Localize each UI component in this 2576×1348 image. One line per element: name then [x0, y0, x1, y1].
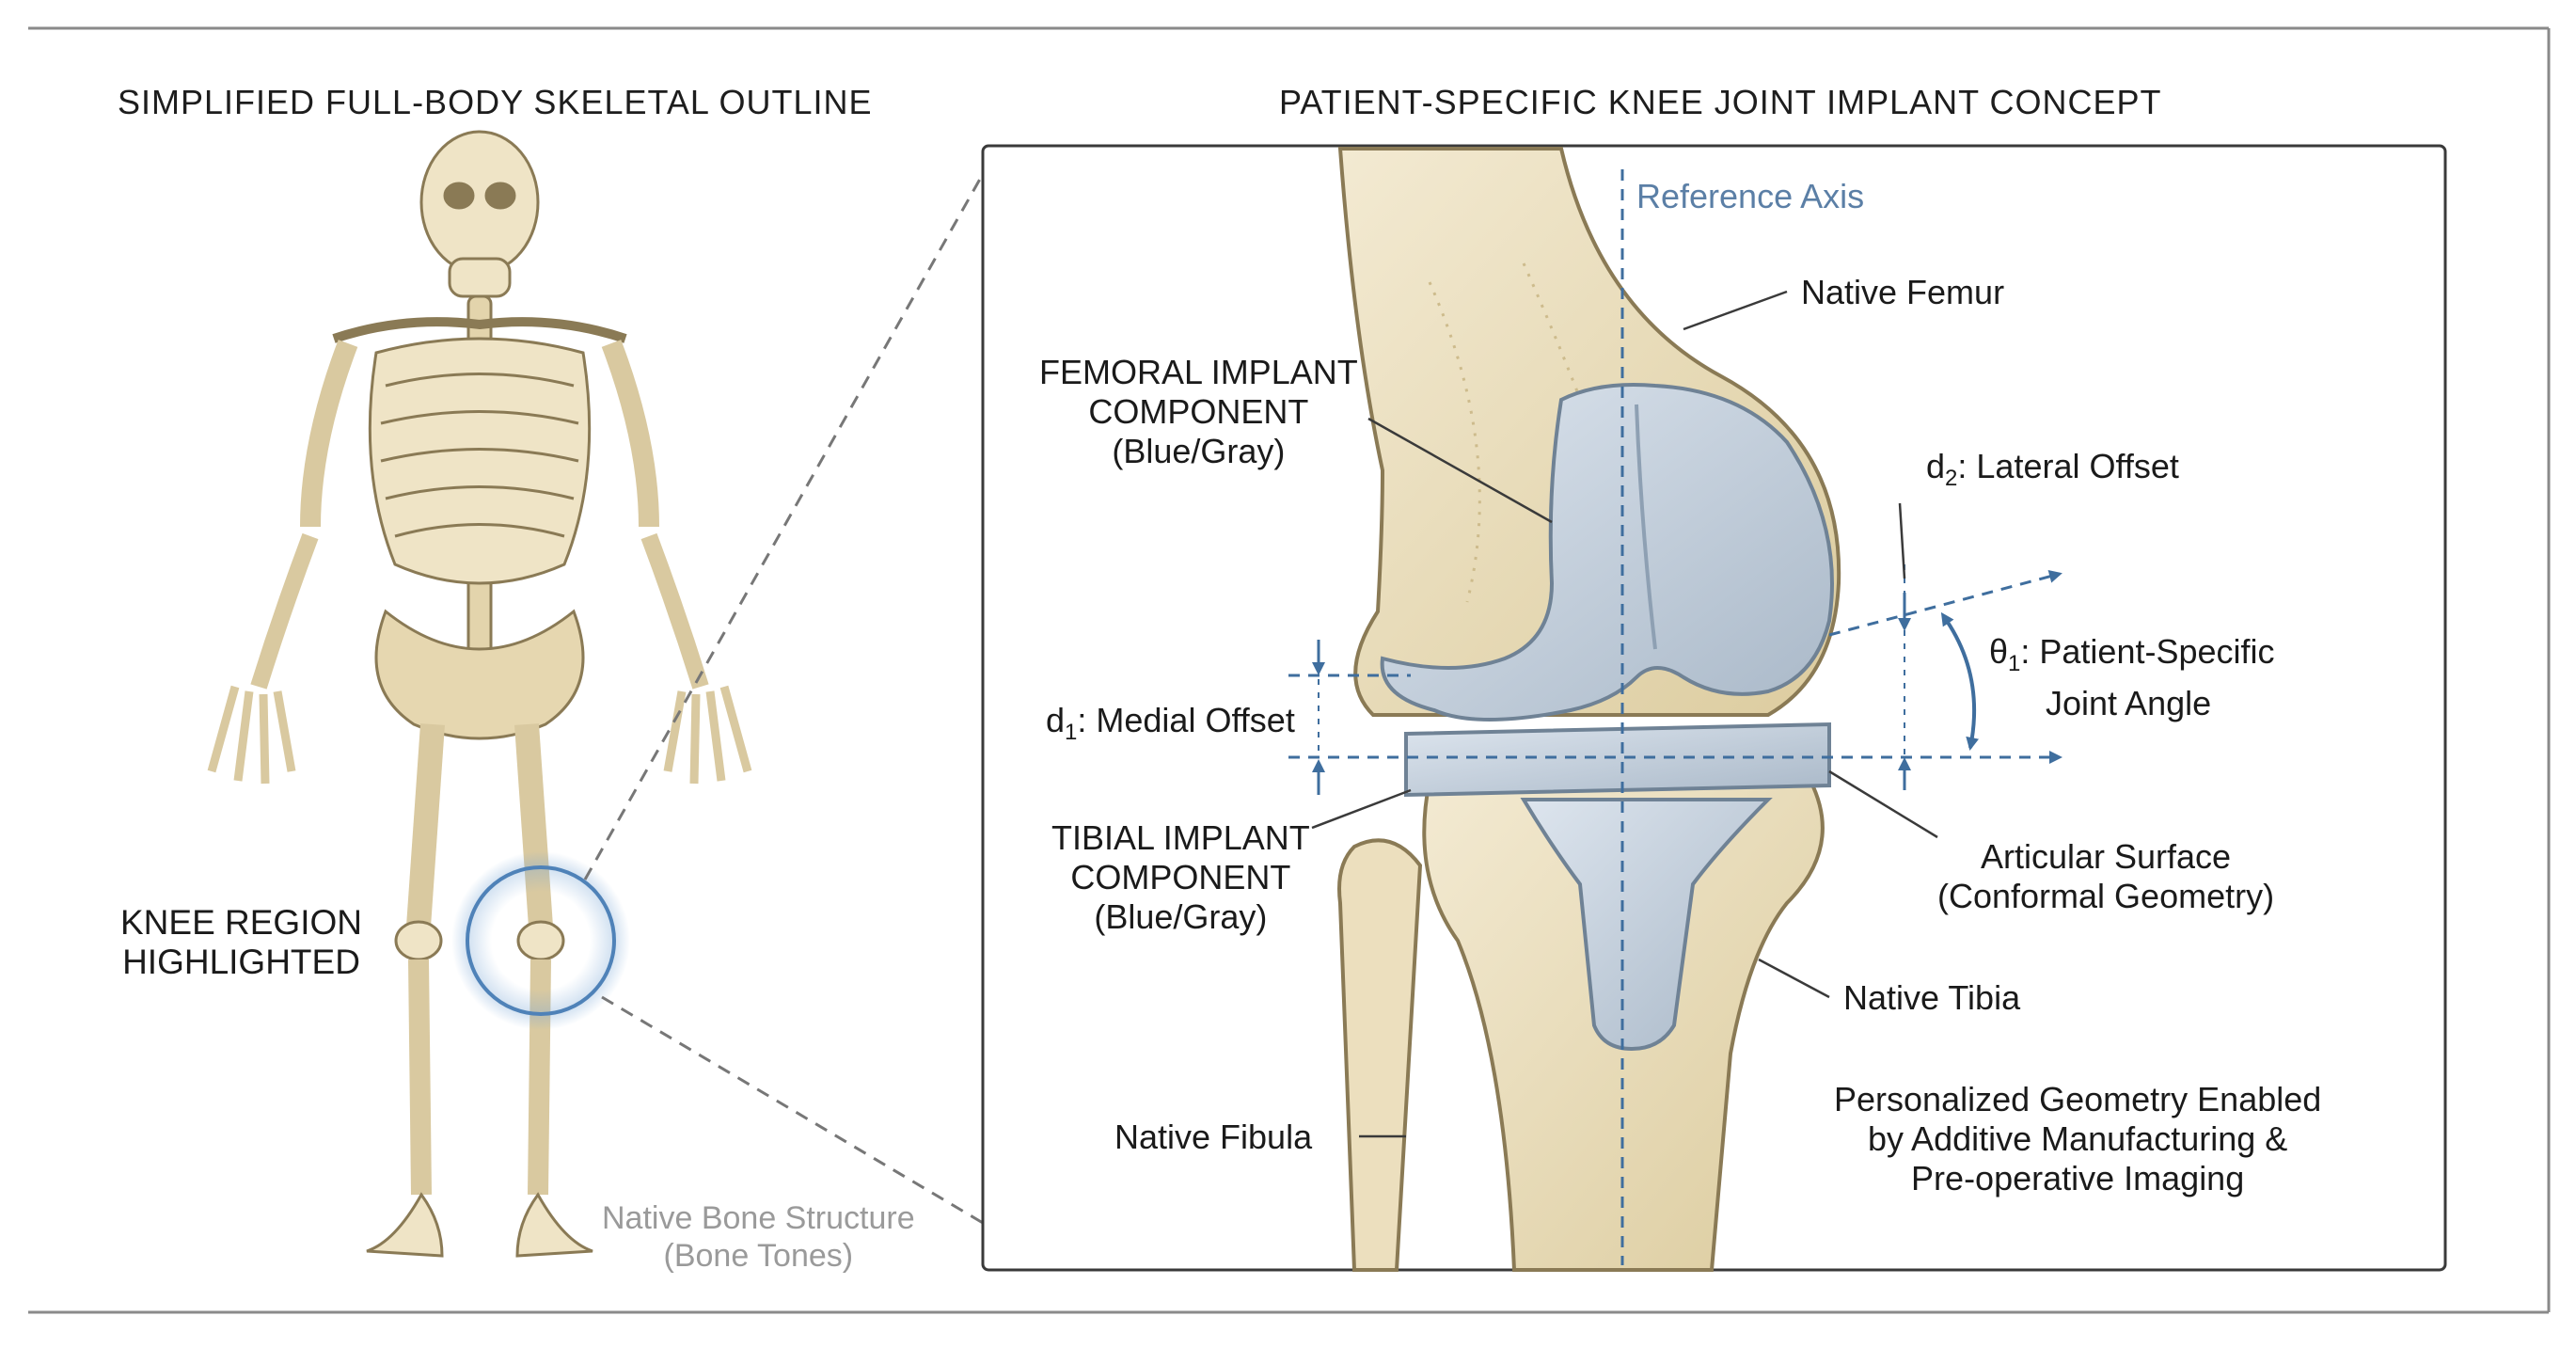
d1-subscript: 1: [1065, 720, 1078, 746]
d1-text: : Medial Offset: [1077, 701, 1295, 739]
femoral-implant: [1380, 383, 1834, 722]
d2-subscript: 2: [1945, 466, 1958, 492]
skeleton-figure: [207, 130, 752, 1258]
articular-surface-line2: (Conformal Geometry): [1937, 877, 2275, 915]
theta-joint-angle-label: θ1: Patient-Specific Joint Angle: [1989, 632, 2275, 723]
native-bone-structure-label: Native Bone Structure (Bone Tones): [602, 1199, 915, 1275]
d1-medial-offset-label: d1: Medial Offset: [1046, 701, 1295, 746]
d2-text: : Lateral Offset: [1957, 447, 2179, 485]
knee-highlight-circle: [466, 865, 616, 1016]
leader-d2: [1898, 502, 1906, 579]
native-fibula: [1337, 838, 1423, 1272]
native-tibia-label: Native Tibia: [1843, 978, 2021, 1017]
personalized-line1: Personalized Geometry Enabled: [1834, 1080, 2322, 1118]
femoral-implant-label: FEMORAL IMPLANT COMPONENT (Blue/Gray): [1039, 353, 1358, 471]
left-panel-title: SIMPLIFIED FULL-BODY SKELETAL OUTLINE: [118, 83, 873, 121]
native-femur-label: Native Femur: [1801, 273, 2005, 311]
tibial-implant-stem: [1520, 798, 1773, 1052]
native-bone-structure-line2: (Bone Tones): [663, 1238, 854, 1274]
tibial-implant-label: TIBIAL IMPLANT COMPONENT (Blue/Gray): [1051, 818, 1310, 937]
zoom-connector-bottom: [601, 995, 984, 1225]
knee-region-label-line2: HIGHLIGHTED: [122, 943, 360, 981]
femoral-implant-line3: (Blue/Gray): [1112, 432, 1286, 470]
theta-text-line1: : Patient-Specific: [2020, 632, 2275, 671]
theta-ray-line: [1828, 570, 2062, 637]
native-fibula-label: Native Fibula: [1114, 1118, 1313, 1156]
femoral-implant-line1: FEMORAL IMPLANT: [1039, 353, 1358, 391]
tibial-implant-tray: [1404, 722, 1831, 798]
leader-articular: [1828, 769, 1938, 839]
native-bone-structure-line1: Native Bone Structure: [602, 1200, 915, 1236]
right-panel-title: PATIENT-SPECIFIC KNEE JOINT IMPLANT CONC…: [1279, 83, 2162, 121]
theta-subscript: 1: [2008, 651, 2021, 677]
personalized-line3: Pre-operative Imaging: [1911, 1159, 2245, 1197]
femoral-implant-line2: COMPONENT: [1088, 392, 1309, 431]
leader-native-tibia: [1758, 958, 1830, 999]
knee-region-label: KNEE REGION HIGHLIGHTED: [120, 903, 362, 982]
leader-femoral-implant: [1367, 417, 1553, 524]
tibial-implant-line2: COMPONENT: [1070, 858, 1291, 896]
personalized-geometry-note: Personalized Geometry Enabled by Additiv…: [1834, 1080, 2321, 1198]
theta-symbol: θ: [1989, 632, 2009, 671]
reference-axis-label: Reference Axis: [1636, 177, 1865, 215]
tibial-implant-line3: (Blue/Gray): [1094, 897, 1268, 936]
theta-arc: [1940, 611, 1980, 751]
knee-highlight-glow: [451, 851, 630, 1030]
tibial-implant-line1: TIBIAL IMPLANT: [1051, 818, 1310, 857]
d1-symbol: d: [1046, 701, 1066, 739]
d2-symbol: d: [1926, 447, 1946, 485]
personalized-line2: by Additive Manufacturing &: [1868, 1119, 2288, 1158]
articular-surface-line1: Articular Surface: [1980, 837, 2232, 876]
articular-surface-label: Articular Surface (Conformal Geometry): [1937, 837, 2274, 916]
leader-tibial-implant: [1311, 788, 1412, 830]
theta-text-line2: Joint Angle: [2046, 684, 2212, 723]
d2-lateral-offset-label: d2: Lateral Offset: [1926, 447, 2179, 492]
knee-region-label-line1: KNEE REGION: [120, 903, 362, 942]
leader-native-femur: [1683, 290, 1788, 331]
